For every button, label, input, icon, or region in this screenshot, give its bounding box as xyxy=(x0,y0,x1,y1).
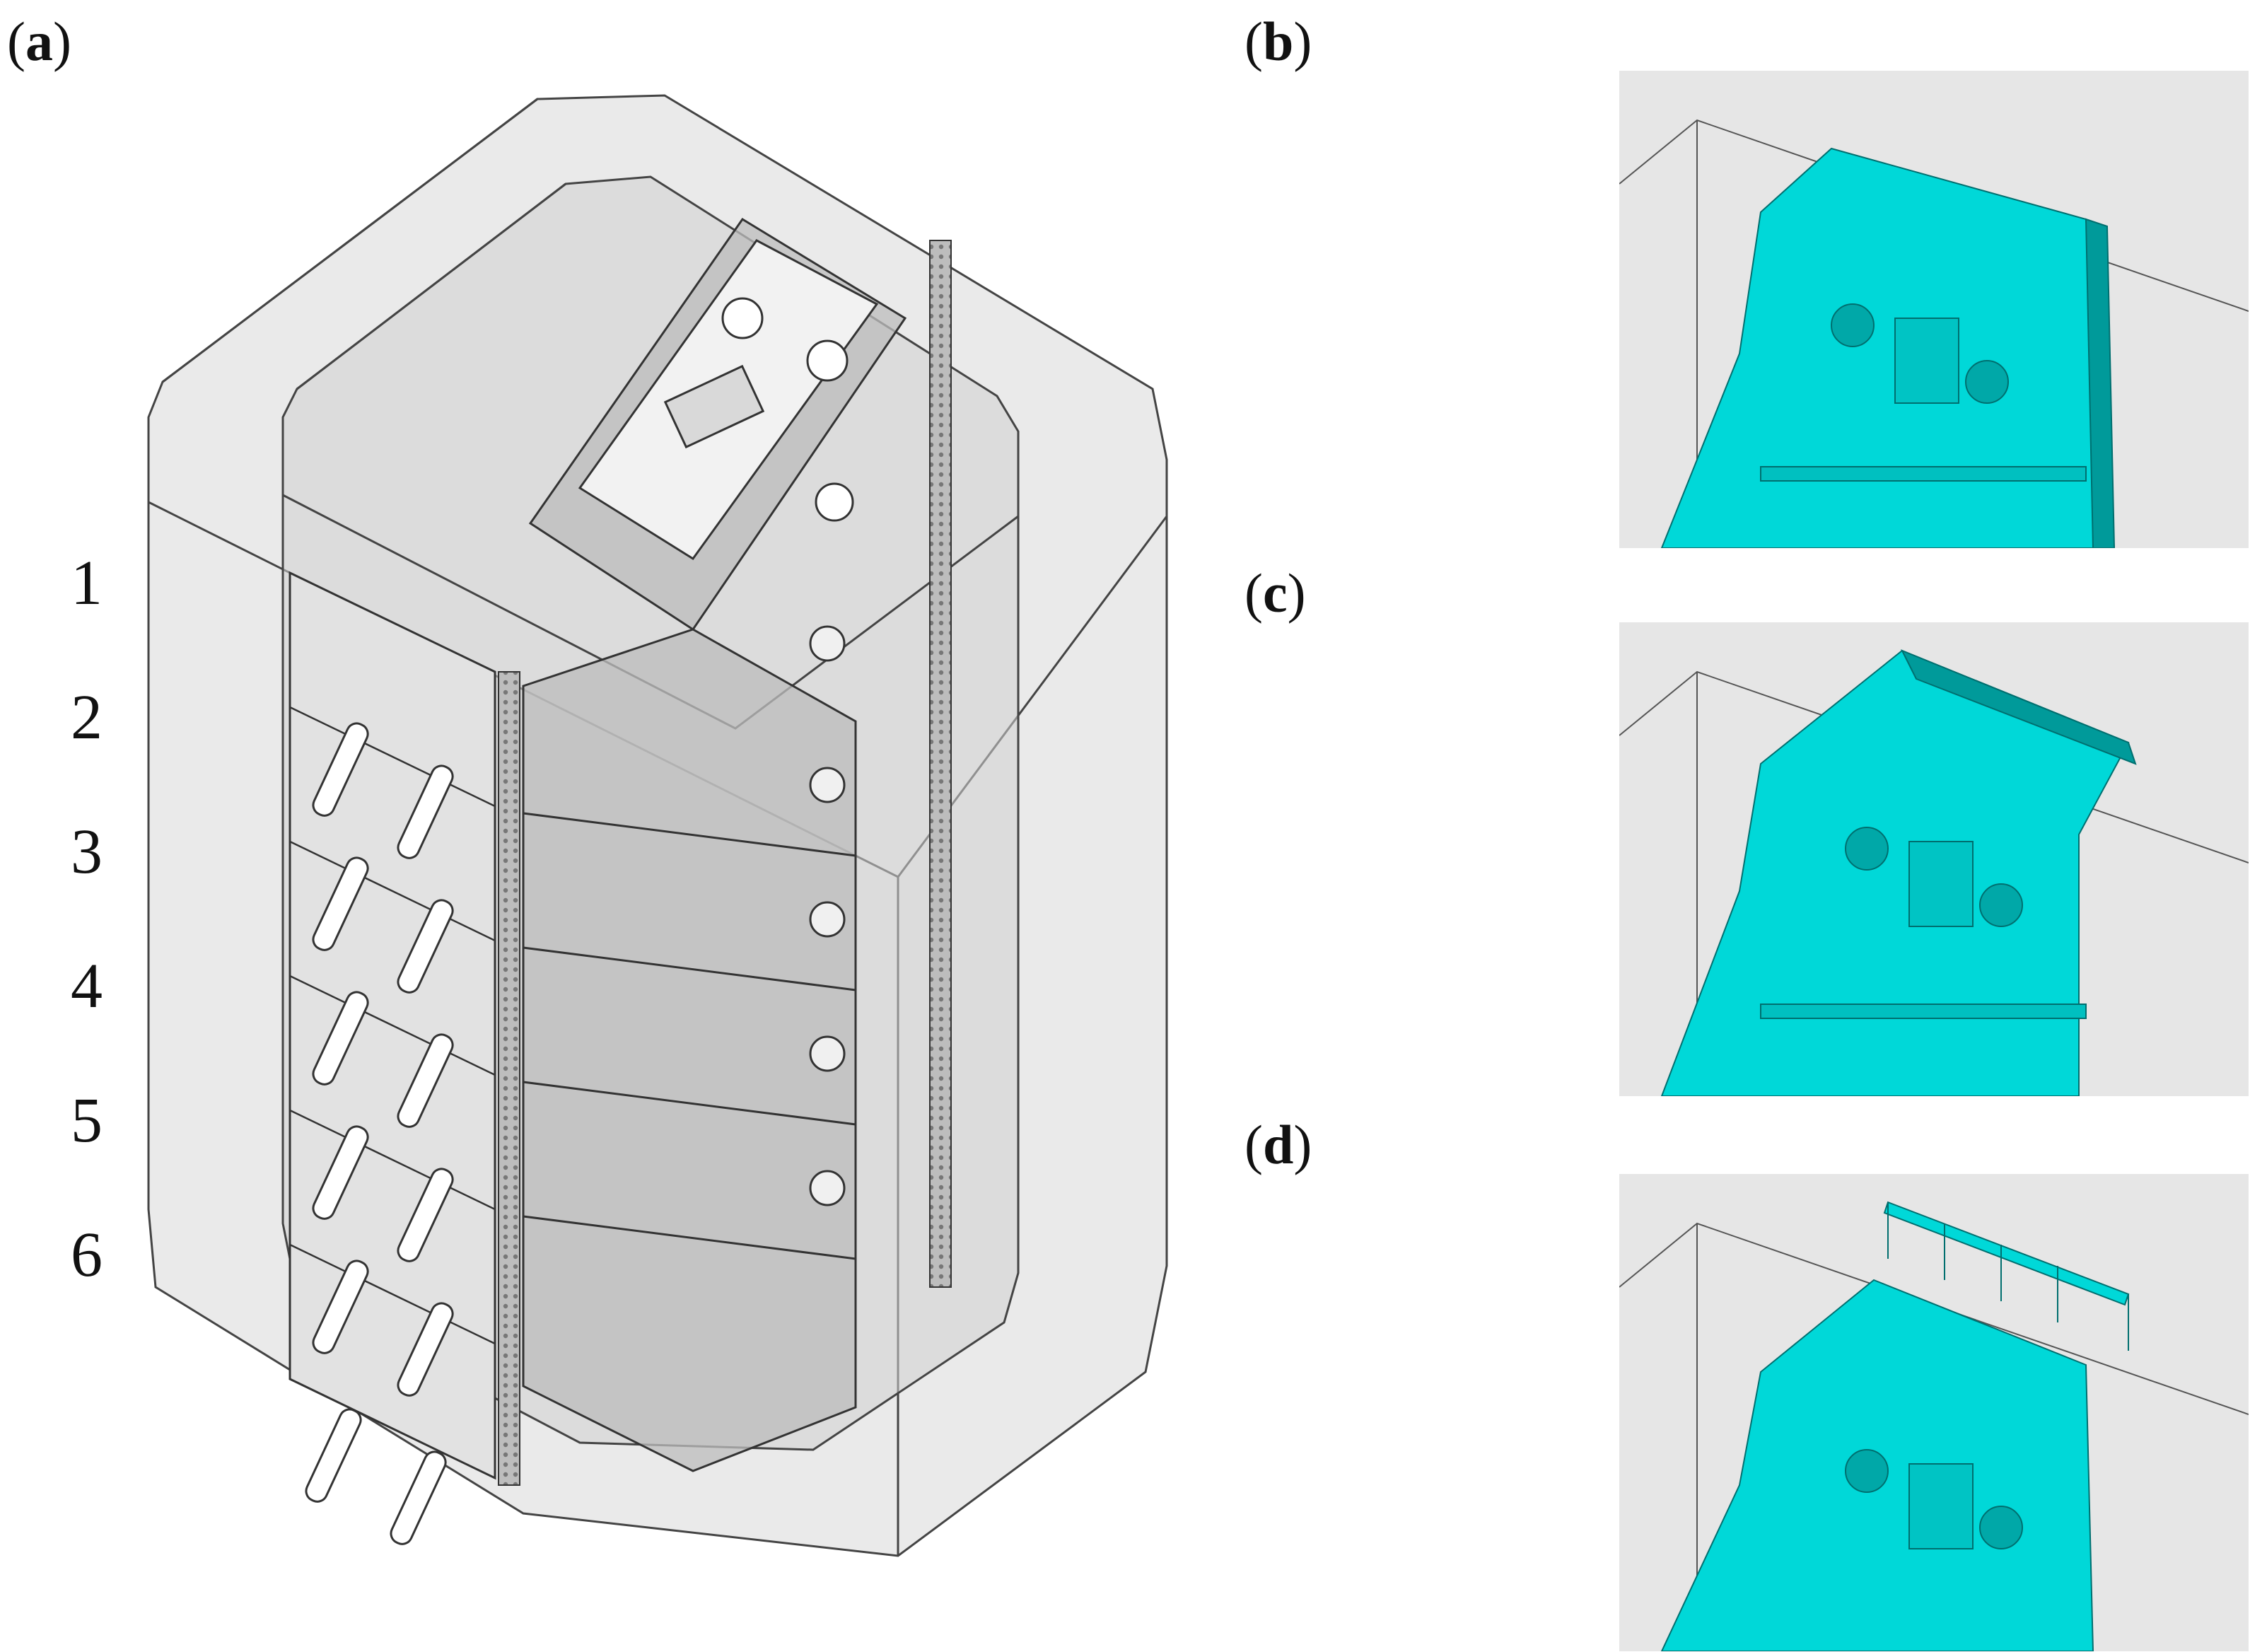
perforated-plate-left xyxy=(498,671,520,1486)
level-number-2: 2 xyxy=(71,682,103,752)
inlet-tubes xyxy=(305,722,454,1545)
level-number-6: 6 xyxy=(71,1220,103,1290)
cell-body-b xyxy=(1660,147,2116,548)
level-number-1: 1 xyxy=(71,548,103,618)
electrode-connectors xyxy=(809,625,846,1206)
detail-view-d xyxy=(1619,1174,2249,1651)
cell-body-c xyxy=(1660,649,2137,1096)
panel-label-c: (c) xyxy=(1245,562,1306,624)
level-number-5: 5 xyxy=(71,1086,103,1156)
housing-3d-view xyxy=(147,94,1168,1557)
panel-label-b: (b) xyxy=(1245,11,1312,72)
panel-label-d: (d) xyxy=(1245,1114,1312,1175)
top-cell xyxy=(578,239,879,561)
cell-body-d xyxy=(1660,1279,2094,1651)
panel-label-a: (a) xyxy=(7,11,71,72)
level-number-3: 3 xyxy=(71,817,103,887)
baffle-frame-d xyxy=(1883,1201,2130,1351)
detail-view-b xyxy=(1619,71,2249,548)
perforated-plate-right xyxy=(929,240,952,1288)
detail-view-c xyxy=(1619,622,2249,1096)
level-number-4: 4 xyxy=(71,951,103,1021)
